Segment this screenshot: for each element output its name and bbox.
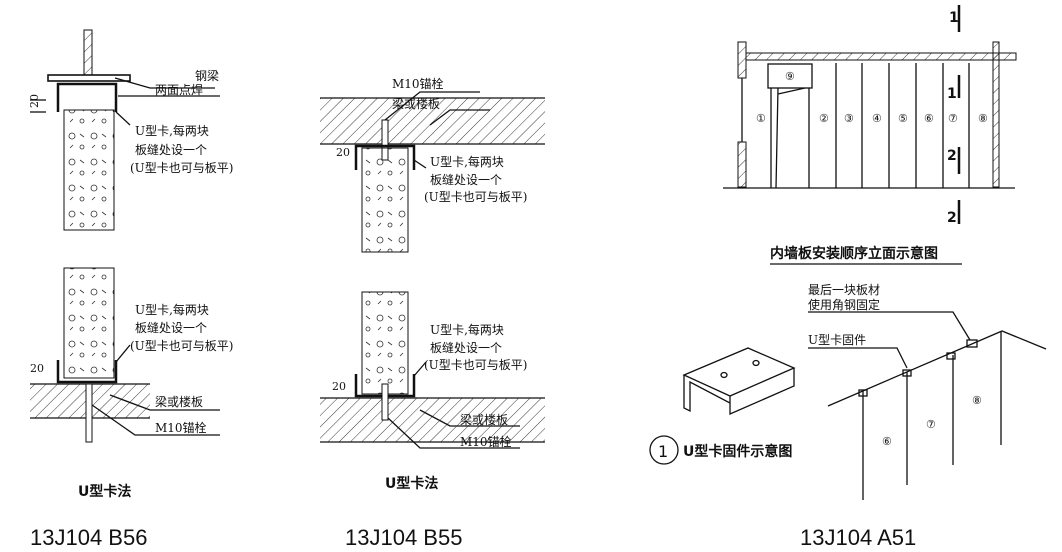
svg-text:U型卡,每两块: U型卡,每两块 (430, 322, 504, 337)
drawing-code-a51: 13J104 A51 (800, 525, 916, 550)
wall-panel (361, 291, 409, 395)
svg-text:U型卡,每两块: U型卡,每两块 (430, 154, 504, 169)
angle-steel (966, 339, 978, 348)
anchor-bolt (85, 383, 93, 443)
svg-text:②: ② (819, 112, 829, 125)
svg-text:U型卡法: U型卡法 (385, 475, 438, 492)
svg-text:⑦: ⑦ (926, 418, 936, 431)
steel-beam-web (83, 29, 93, 76)
svg-text:③: ③ (844, 112, 854, 125)
svg-text:M10锚栓: M10锚栓 (155, 420, 207, 435)
slab (320, 98, 545, 144)
svg-text:①: ① (756, 112, 766, 125)
anchor-bolt (381, 383, 389, 421)
u-clip (56, 360, 118, 384)
svg-text:20: 20 (30, 362, 44, 375)
wall-panel (63, 267, 115, 379)
svg-text:梁或楼板: 梁或楼板 (155, 394, 203, 409)
drawing-code-b56: 13J104 B56 (30, 525, 147, 550)
svg-text:最后一块板材: 最后一块板材 (808, 283, 880, 297)
drawing-code-b55: 13J104 B55 (345, 525, 462, 550)
svg-text:(U型卡也可与板平): (U型卡也可与板平) (130, 161, 233, 175)
svg-text:1: 1 (949, 10, 959, 26)
svg-text:⑧: ⑧ (972, 394, 982, 407)
svg-text:(U型卡也可与板平): (U型卡也可与板平) (130, 339, 233, 353)
svg-text:使用角钢固定: 使用角钢固定 (808, 297, 880, 312)
svg-text:20: 20 (332, 380, 346, 393)
u-clip (946, 352, 956, 360)
slab (320, 398, 545, 442)
svg-text:2: 2 (947, 148, 957, 164)
svg-text:U型卡,每两块: U型卡,每两块 (135, 123, 209, 138)
svg-text:板缝处设一个: 板缝处设一个 (430, 172, 502, 187)
svg-text:板缝处设一个: 板缝处设一个 (135, 142, 207, 157)
svg-text:M10锚栓: M10锚栓 (392, 76, 444, 91)
svg-text:⑥: ⑥ (882, 435, 892, 448)
u-clip (858, 389, 868, 397)
wall-panel (63, 109, 115, 231)
svg-text:1: 1 (658, 442, 668, 461)
svg-text:2: 2 (947, 210, 957, 226)
svg-text:内墙板安装顺序立面示意图: 内墙板安装顺序立面示意图 (770, 245, 938, 262)
b55-top-detail: 20 M10锚栓 梁或楼板 U型卡,每两块 板缝处设一个 (U型卡也可与板平) (320, 76, 545, 253)
svg-text:U型卡固件: U型卡固件 (808, 333, 866, 347)
svg-text:梁或楼板: 梁或楼板 (460, 412, 508, 427)
svg-text:⑧: ⑧ (978, 112, 988, 125)
svg-text:板缝处设一个: 板缝处设一个 (135, 320, 207, 335)
svg-text:(U型卡也可与板平): (U型卡也可与板平) (424, 358, 527, 372)
svg-text:梁或楼板: 梁或楼板 (392, 96, 440, 111)
wall-panel (361, 147, 409, 253)
svg-text:⑨: ⑨ (785, 70, 795, 83)
u-clip (56, 82, 118, 112)
steel-beam-flange (47, 74, 131, 82)
svg-text:⑦: ⑦ (948, 112, 958, 125)
b55-bottom-detail: 20 U型卡,每两块 板缝处设一个 (U型卡也可与板平) 梁或楼板 M10锚栓 … (320, 291, 545, 550)
a51-isometric: 最后一块板材 使用角钢固定 U型卡固件 ⑥ ⑦ ⑧ (808, 283, 1047, 500)
u-clip (902, 369, 912, 377)
svg-text:⑤: ⑤ (898, 112, 908, 125)
svg-text:20: 20 (28, 94, 41, 108)
b56-bottom-detail: 20 U型卡,每两块 板缝处设一个 (U型卡也可与板平) 梁或楼板 M10锚栓 … (30, 267, 233, 550)
a51-elevation: ① ② ③ ④ ⑤ ⑥ ⑦ ⑧ ⑨ 1 1 2 2 内墙板安装顺序立面示意图 (723, 5, 1017, 265)
detail-number-circle (649, 435, 679, 465)
svg-text:U型卡,每两块: U型卡,每两块 (135, 302, 209, 317)
svg-text:U型卡法: U型卡法 (78, 483, 131, 500)
b56-top-detail: 20 钢梁 两面点焊 U型卡,每两块 板缝处设一个 (U型卡也可与板平) (28, 29, 233, 231)
ceiling-slab (745, 52, 1017, 61)
svg-text:M10锚栓: M10锚栓 (460, 434, 512, 449)
u-clip (354, 144, 416, 170)
svg-text:U型卡固件示意图: U型卡固件示意图 (683, 443, 792, 460)
svg-text:两面点焊: 两面点焊 (155, 82, 203, 97)
svg-text:20: 20 (336, 146, 350, 159)
svg-text:④: ④ (872, 112, 882, 125)
u-clip-detail (649, 347, 796, 465)
svg-text:(U型卡也可与板平): (U型卡也可与板平) (424, 190, 527, 204)
svg-text:板缝处设一个: 板缝处设一个 (430, 340, 502, 355)
svg-text:1: 1 (947, 86, 957, 102)
svg-text:钢梁: 钢梁 (195, 68, 219, 83)
svg-text:⑥: ⑥ (924, 112, 934, 125)
